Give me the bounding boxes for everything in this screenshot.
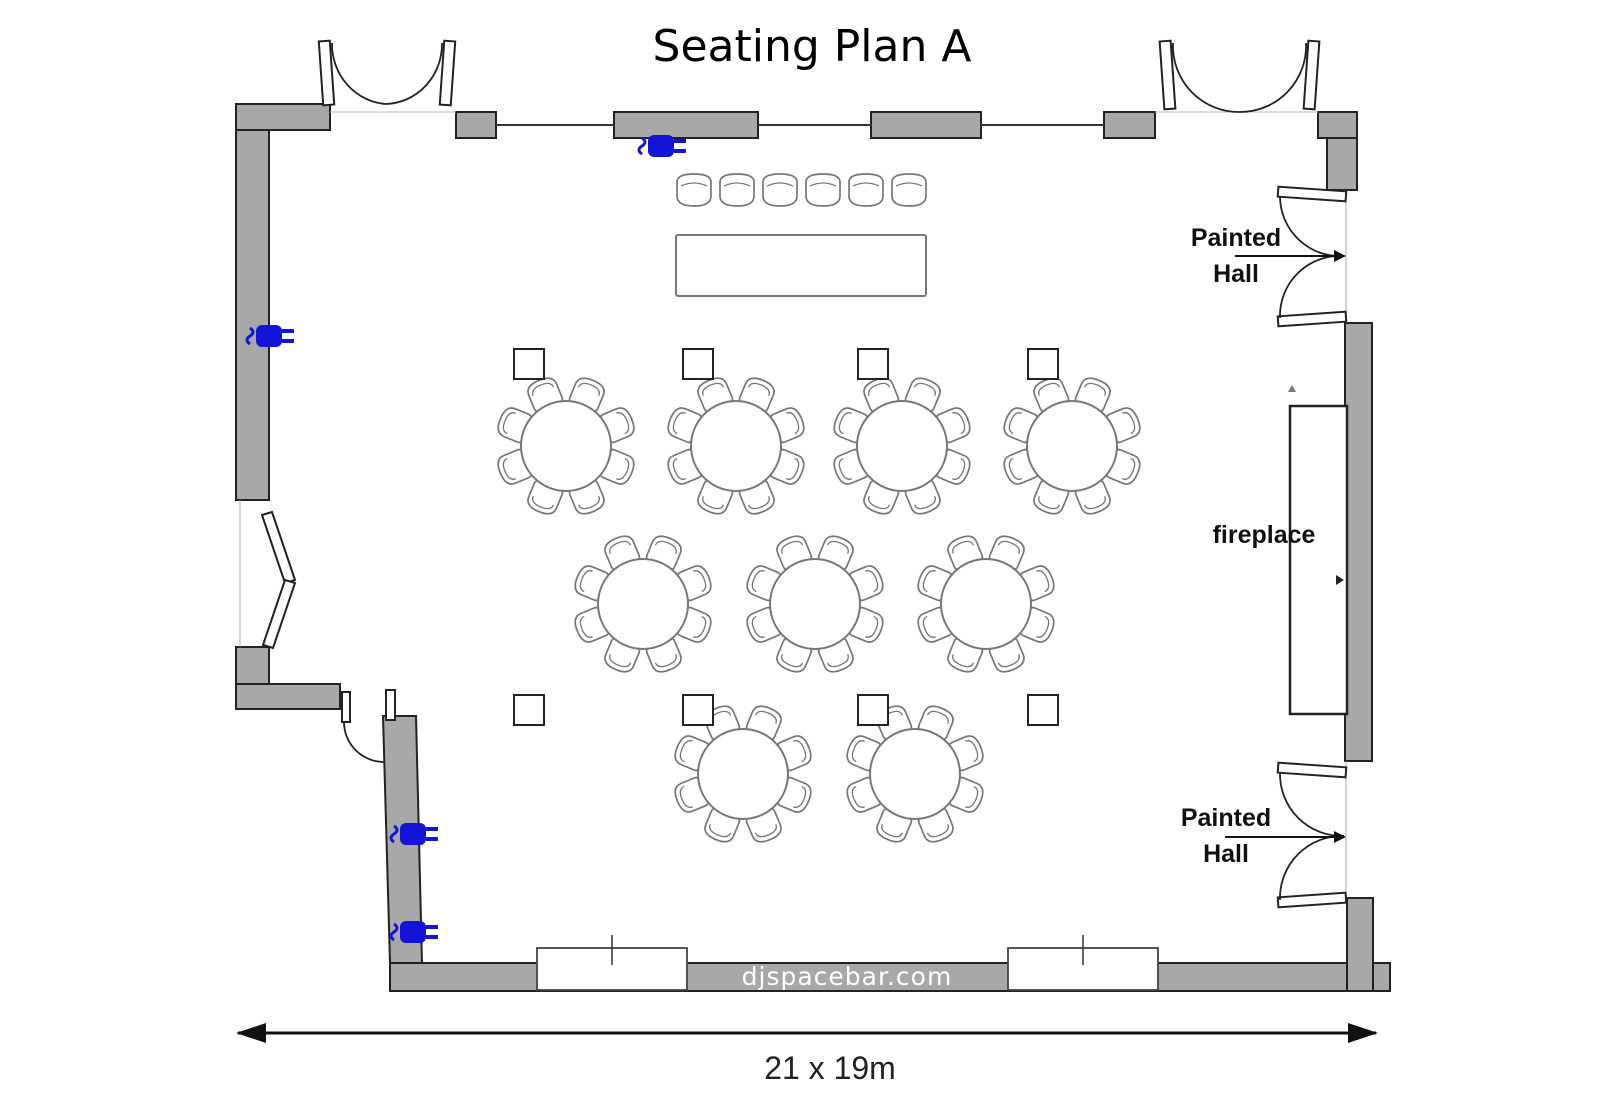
painted-hall-upper: Painted Hall [1191, 224, 1346, 288]
round-table [1003, 377, 1141, 515]
left-wall-upper [235, 103, 270, 501]
small-square-table [513, 694, 545, 726]
round-table [846, 705, 984, 843]
round-table-top [769, 558, 861, 650]
round-table [833, 377, 971, 515]
chair [805, 173, 841, 207]
round-table [674, 705, 812, 843]
power-outlet-icon [389, 921, 438, 943]
small-square-table [513, 348, 545, 380]
round-table-top [940, 558, 1032, 650]
small-square-table [682, 348, 714, 380]
plan-title: Seating Plan A [653, 21, 972, 72]
watermark: djspacebar.com [742, 962, 953, 991]
power-outlet-icon [245, 325, 294, 347]
doors [260, 39, 1348, 909]
small-square-table [1027, 694, 1059, 726]
double-door-right-lower [1276, 761, 1348, 909]
small-square-table [682, 694, 714, 726]
fireplace [1288, 404, 1349, 716]
small-square-table [857, 348, 889, 380]
double-door-top-left [317, 39, 457, 107]
round-table [667, 377, 805, 515]
round-table-top [869, 728, 961, 820]
dimension-label: 21 x 19m [764, 1050, 896, 1086]
chair [891, 173, 927, 207]
left-wall-top-cap [235, 103, 331, 131]
round-table [746, 535, 884, 673]
painted-hall-lower: Painted Hall [1181, 804, 1346, 868]
chair [762, 173, 798, 207]
left-wall-bottom-jog [235, 683, 341, 710]
top-wall-seg3 [870, 111, 982, 139]
chair [848, 173, 884, 207]
fireplace-marker-right [1336, 575, 1344, 585]
top-wall-seg4 [1103, 111, 1156, 139]
head-table [675, 234, 927, 297]
round-table-top [690, 400, 782, 492]
painted-hall-lower-line1: Painted [1181, 804, 1271, 832]
round-table-top [856, 400, 948, 492]
round-tables [497, 377, 1141, 843]
top-wall-seg1 [455, 111, 497, 139]
painted-hall-upper-line1: Painted [1191, 224, 1281, 252]
small-square-table [1027, 348, 1059, 380]
painted-hall-upper-line2: Hall [1213, 260, 1259, 288]
round-table-top [1026, 400, 1118, 492]
painted-hall-lower-line2: Hall [1203, 840, 1249, 868]
round-table [917, 535, 1055, 673]
top-wall-seg2 [613, 111, 759, 139]
folding-door-left [260, 510, 297, 650]
double-door-top-right [1158, 39, 1321, 113]
round-table [574, 535, 712, 673]
power-outlet-icon [637, 135, 686, 157]
fireplace-label: fireplace [1213, 521, 1316, 549]
chair [719, 173, 755, 207]
round-table-top [697, 728, 789, 820]
round-table-top [597, 558, 689, 650]
round-table [497, 377, 635, 515]
small-square-table [857, 694, 889, 726]
right-wall-bottom [1346, 897, 1374, 992]
top-wall-seg5 [1317, 111, 1358, 139]
fireplace-marker-top [1288, 385, 1296, 392]
chair [676, 173, 712, 207]
right-wall-middle [1344, 322, 1373, 762]
small-door-bottom-left [341, 689, 396, 763]
power-outlets [245, 135, 686, 943]
bottom-window-2 [1007, 947, 1159, 991]
round-table-top [520, 400, 612, 492]
power-outlet-icon [389, 823, 438, 845]
small-tables [513, 348, 1059, 726]
head-table-chairs [676, 173, 927, 207]
